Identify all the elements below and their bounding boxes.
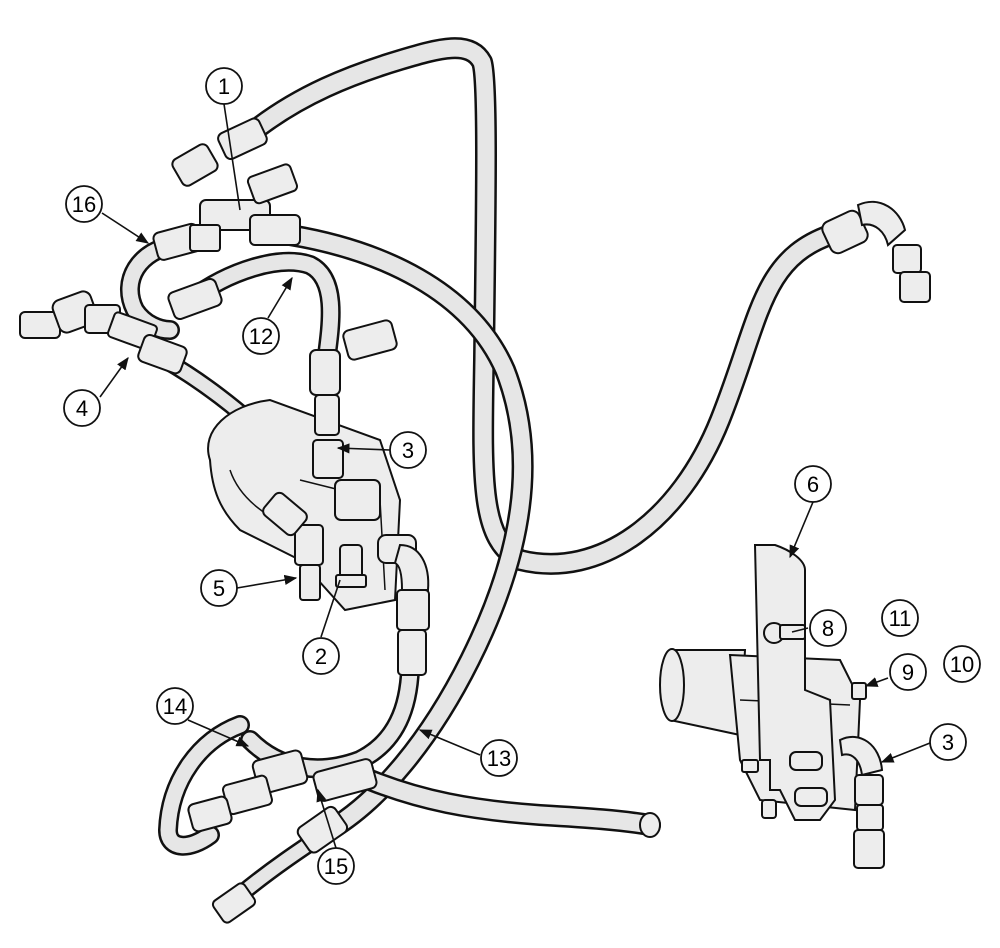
hose-13 <box>279 224 534 841</box>
callout-14: 14 <box>156 687 194 725</box>
hoses <box>120 37 841 856</box>
callout-16: 16 <box>65 185 103 223</box>
svg-text:16: 16 <box>72 192 96 217</box>
elbow-upper-right <box>821 200 931 303</box>
svg-text:13: 13 <box>487 746 511 771</box>
callout-15: 15 <box>317 847 355 885</box>
svg-text:15: 15 <box>324 854 348 879</box>
leader-3-upper <box>336 443 391 454</box>
callout-9: 9 <box>889 653 927 691</box>
svg-text:3: 3 <box>402 438 414 463</box>
svg-text:8: 8 <box>822 616 834 641</box>
tee-fitting-top <box>171 117 301 246</box>
callout-10: 10 <box>943 645 981 683</box>
callout-4: 4 <box>63 389 101 427</box>
callout-11: 11 <box>881 599 919 637</box>
hose-14-loop <box>158 715 250 856</box>
hose-bottom-right <box>359 769 661 836</box>
hose-long-top <box>244 37 841 575</box>
fitting-15 <box>312 758 378 802</box>
leader-9 <box>864 677 889 687</box>
elbow-block-right <box>377 534 430 676</box>
leader-8 <box>791 627 809 633</box>
callouts: 1 16 12 4 3 5 2 14 <box>63 67 981 885</box>
fitting-3-upper <box>309 319 398 479</box>
callout-5: 5 <box>200 569 238 607</box>
callout-3-upper: 3 <box>389 431 427 469</box>
fitting-12-left <box>167 277 223 321</box>
leader-15 <box>316 788 337 849</box>
svg-text:9: 9 <box>902 660 914 685</box>
callout-13: 13 <box>480 739 518 777</box>
fitting-14 <box>187 749 309 833</box>
callout-12: 12 <box>242 317 280 355</box>
callout-8: 8 <box>809 609 847 647</box>
hose-16 <box>120 235 185 340</box>
callout-3-lower: 3 <box>929 723 967 761</box>
leader-lines <box>99 103 931 849</box>
elbow-left <box>19 290 188 375</box>
leader-14 <box>187 719 250 747</box>
fitting-5 <box>262 491 324 601</box>
hose-12 <box>180 252 341 380</box>
leader-1 <box>223 103 241 211</box>
leader-16 <box>101 212 150 244</box>
svg-text:6: 6 <box>807 472 819 497</box>
leader-12 <box>267 276 293 319</box>
leader-6 <box>789 501 814 559</box>
svg-text:10: 10 <box>950 652 974 677</box>
leader-4 <box>99 356 129 398</box>
callout-2: 2 <box>302 637 340 675</box>
svg-text:5: 5 <box>213 576 225 601</box>
hose-end-right <box>639 812 661 838</box>
callout-1: 1 <box>205 67 243 105</box>
fitting-16 <box>152 222 221 261</box>
leader-2 <box>320 579 341 638</box>
svg-text:1: 1 <box>218 74 230 99</box>
svg-text:2: 2 <box>315 644 327 669</box>
svg-text:4: 4 <box>76 396 88 421</box>
leader-5 <box>236 574 298 589</box>
leader-13 <box>418 729 481 756</box>
hose-end-bottom <box>211 805 349 924</box>
valve-assembly <box>659 544 885 869</box>
svg-text:3: 3 <box>942 730 954 755</box>
svg-text:12: 12 <box>249 324 273 349</box>
fitting-2 <box>335 544 367 588</box>
leader-3-lower <box>880 742 931 763</box>
svg-text:11: 11 <box>889 606 912 631</box>
svg-text:14: 14 <box>163 694 187 719</box>
fittings <box>19 117 931 924</box>
callout-6: 6 <box>794 465 832 503</box>
